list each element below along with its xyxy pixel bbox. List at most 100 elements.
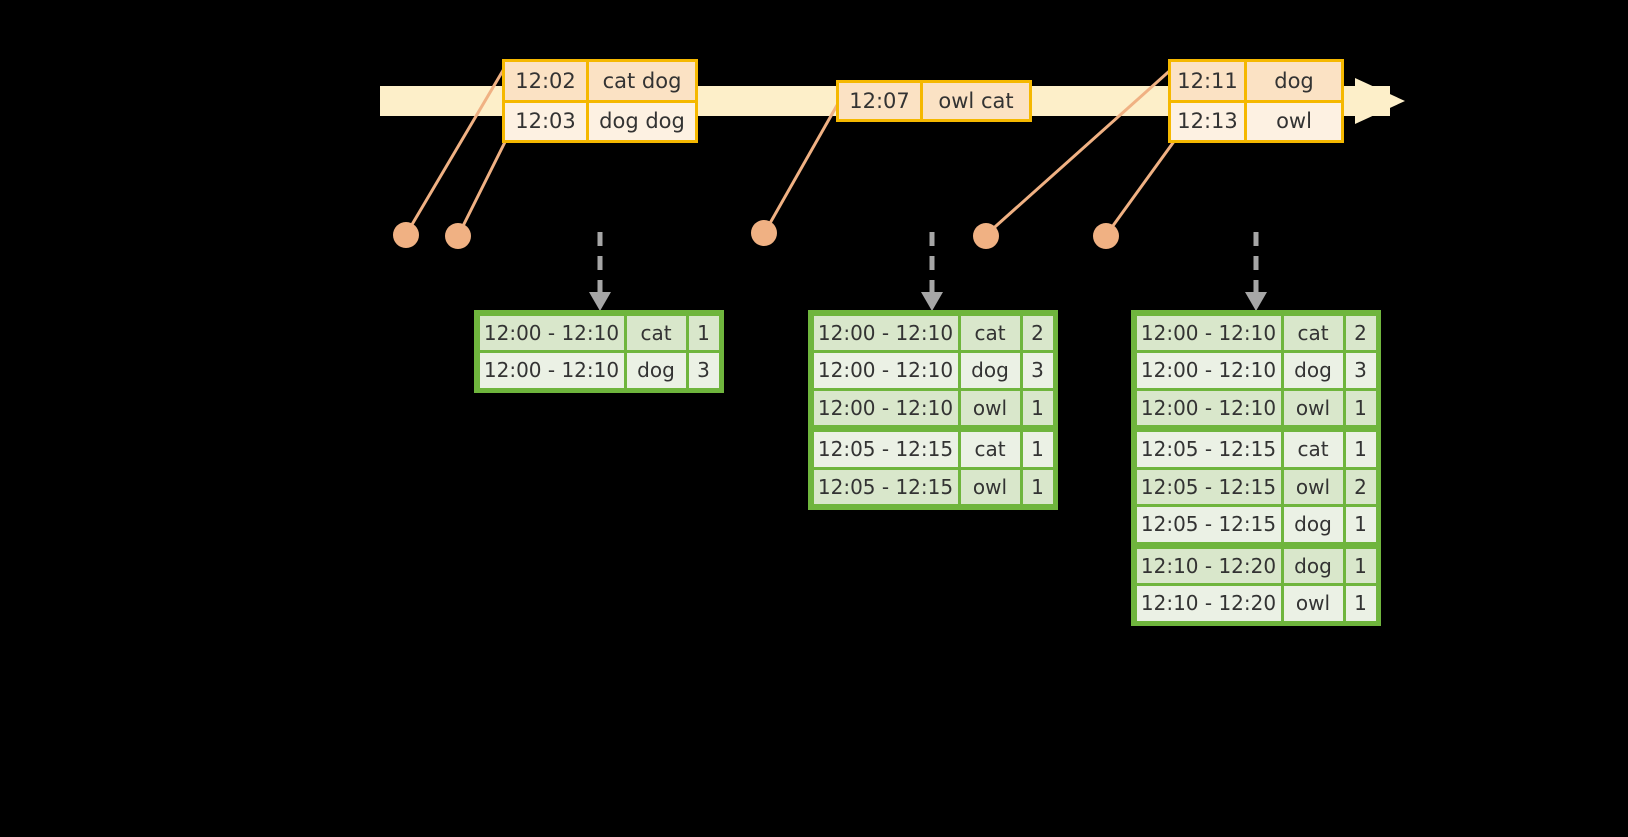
cell-window: 12:00 - 12:10 xyxy=(813,390,958,425)
connector-line-1 xyxy=(405,61,510,234)
cell-count: 3 xyxy=(688,353,719,388)
cell-word: cat xyxy=(960,315,1020,350)
event-dot-1 xyxy=(393,222,419,248)
event-row[interactable]: 12:07 owl cat xyxy=(839,83,1029,119)
timeline-arrow-shaft xyxy=(1345,86,1365,116)
event-group-1[interactable]: 12:02 cat dog 12:03 dog dog xyxy=(502,59,698,143)
cell-word: cat xyxy=(1283,432,1343,467)
event-time: 12:07 xyxy=(839,83,923,119)
cell-window: 12:00 - 12:10 xyxy=(479,315,624,350)
cell-count: 2 xyxy=(1345,469,1376,504)
cell-window: 12:00 - 12:10 xyxy=(1136,390,1281,425)
cell-count: 1 xyxy=(1022,432,1053,467)
cell-window: 12:00 - 12:10 xyxy=(1136,353,1281,388)
event-time: 12:02 xyxy=(505,62,589,100)
timeline-arrowhead xyxy=(1355,78,1405,124)
connector-line-3 xyxy=(763,99,842,233)
cell-window: 12:05 - 12:15 xyxy=(1136,469,1281,504)
cell-count: 1 xyxy=(1345,432,1376,467)
cell-window: 12:10 - 12:20 xyxy=(1136,586,1281,621)
cell-window: 12:00 - 12:10 xyxy=(1136,315,1281,350)
cell-word: cat xyxy=(960,432,1020,467)
cell-word: cat xyxy=(1283,315,1343,350)
cell-count: 1 xyxy=(1022,469,1053,504)
cell-window: 12:05 - 12:15 xyxy=(1136,432,1281,467)
event-value: owl xyxy=(1247,102,1341,140)
event-group-3[interactable]: 12:11 dog 12:13 owl xyxy=(1168,59,1344,143)
event-time: 12:03 xyxy=(505,102,589,140)
cell-word: dog xyxy=(1283,548,1343,583)
event-value: cat dog xyxy=(589,62,695,100)
cell-count: 3 xyxy=(1345,353,1376,388)
connector-line-2 xyxy=(457,141,507,235)
cell-count: 1 xyxy=(1345,586,1376,621)
dashed-arrow-1-head xyxy=(589,292,611,311)
table-group-separator xyxy=(1135,543,1377,547)
event-row[interactable]: 12:03 dog dog xyxy=(505,99,695,140)
cell-window: 12:10 - 12:20 xyxy=(1136,548,1281,583)
cell-count: 1 xyxy=(688,315,719,350)
dashed-arrow-2-head xyxy=(921,292,943,311)
cell-word: dog xyxy=(1283,353,1343,388)
cell-window: 12:05 - 12:15 xyxy=(813,432,958,467)
dashed-arrow-3-head xyxy=(1245,292,1267,311)
cell-word: owl xyxy=(960,469,1020,504)
cell-count: 1 xyxy=(1345,390,1376,425)
cell-count: 3 xyxy=(1022,353,1053,388)
event-dot-4 xyxy=(973,223,999,249)
event-value: dog dog xyxy=(589,102,695,140)
dashed-arrows xyxy=(597,232,1259,293)
cell-word: owl xyxy=(1283,390,1343,425)
event-row[interactable]: 12:13 owl xyxy=(1171,99,1341,140)
cell-count: 2 xyxy=(1345,315,1376,350)
cell-word: owl xyxy=(960,390,1020,425)
connector-line-5 xyxy=(1105,139,1177,235)
cell-count: 2 xyxy=(1022,315,1053,350)
event-group-2[interactable]: 12:07 owl cat xyxy=(836,80,1032,122)
cell-word: dog xyxy=(626,353,686,388)
cell-word: dog xyxy=(960,353,1020,388)
cell-word: owl xyxy=(1283,586,1343,621)
cell-word: dog xyxy=(1283,507,1343,542)
cell-word: owl xyxy=(1283,469,1343,504)
event-dot-2 xyxy=(445,223,471,249)
event-value: dog xyxy=(1247,62,1341,100)
dashed-arrow-heads xyxy=(589,292,1267,311)
cell-window: 12:05 - 12:15 xyxy=(813,469,958,504)
table-group-separator xyxy=(1135,426,1377,431)
event-row[interactable]: 12:02 cat dog xyxy=(505,62,695,100)
event-value: owl cat xyxy=(923,83,1029,119)
cell-window: 12:05 - 12:15 xyxy=(1136,507,1281,542)
cell-count: 1 xyxy=(1022,390,1053,425)
cell-window: 12:00 - 12:10 xyxy=(813,353,958,388)
event-time: 12:11 xyxy=(1171,62,1247,100)
event-time: 12:13 xyxy=(1171,102,1247,140)
cell-window: 12:00 - 12:10 xyxy=(479,353,624,388)
event-dot-3 xyxy=(751,220,777,246)
table-group-separator xyxy=(812,426,1054,431)
cell-count: 1 xyxy=(1345,548,1376,583)
event-dot-group xyxy=(393,220,1119,249)
cell-word: cat xyxy=(626,315,686,350)
event-row[interactable]: 12:11 dog xyxy=(1171,62,1341,100)
cell-window: 12:00 - 12:10 xyxy=(813,315,958,350)
